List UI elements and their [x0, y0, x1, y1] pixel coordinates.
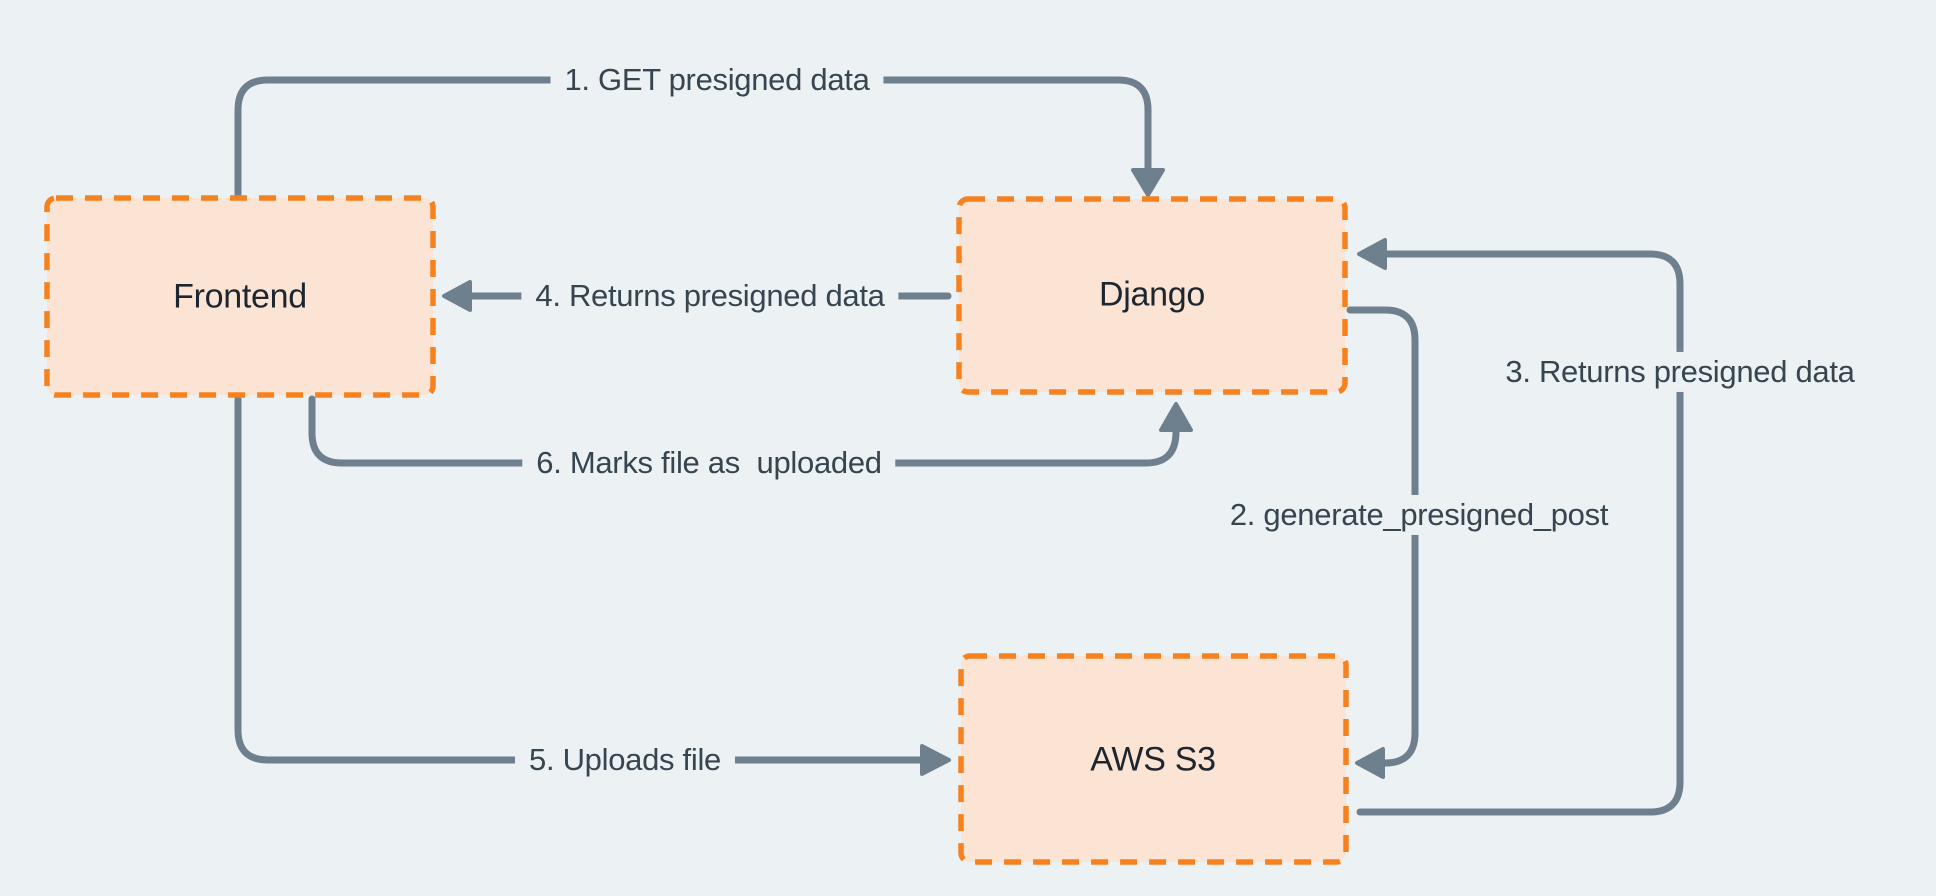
arrow-1-arrowhead-down	[1131, 168, 1165, 197]
arrow-2-line	[1346, 306, 1419, 767]
arrow-6-arrowhead-up	[1159, 402, 1193, 432]
arrow-3-arrowhead-left	[1357, 238, 1387, 270]
flow-label-1-get-presigned-data: 1. GET presigned data	[550, 59, 884, 101]
arrow-5-line	[234, 395, 926, 764]
node-label-aws-s3: AWS S3	[1090, 740, 1216, 779]
arrow-connectors	[234, 76, 1684, 816]
node-aws-s3-box	[958, 653, 1349, 865]
flow-label-4-returns-presigned-data: 4. Returns presigned data	[521, 275, 899, 317]
node-frontend-box	[44, 195, 436, 398]
arrow-2-arrowhead-left	[1355, 747, 1385, 779]
flow-label-6-marks-file-as-uploaded: 6. Marks file as uploaded	[522, 442, 896, 484]
arrow-3-line	[1356, 250, 1684, 816]
arrow-5-arrowhead-right	[920, 744, 951, 776]
node-label-frontend: Frontend	[173, 277, 307, 316]
flow-label-5-uploads-file: 5. Uploads file	[515, 739, 735, 781]
arrow-4-arrowhead-left	[442, 280, 472, 312]
arrow-6-line	[308, 395, 1180, 467]
flow-label-3-returns-presigned-data: 3. Returns presigned data	[1491, 351, 1869, 393]
node-boxes	[44, 195, 1349, 865]
node-django-box	[956, 196, 1348, 395]
flow-label-2-generate-presigned-post: 2. generate_presigned_post	[1215, 494, 1623, 536]
node-label-django: Django	[1099, 275, 1205, 314]
